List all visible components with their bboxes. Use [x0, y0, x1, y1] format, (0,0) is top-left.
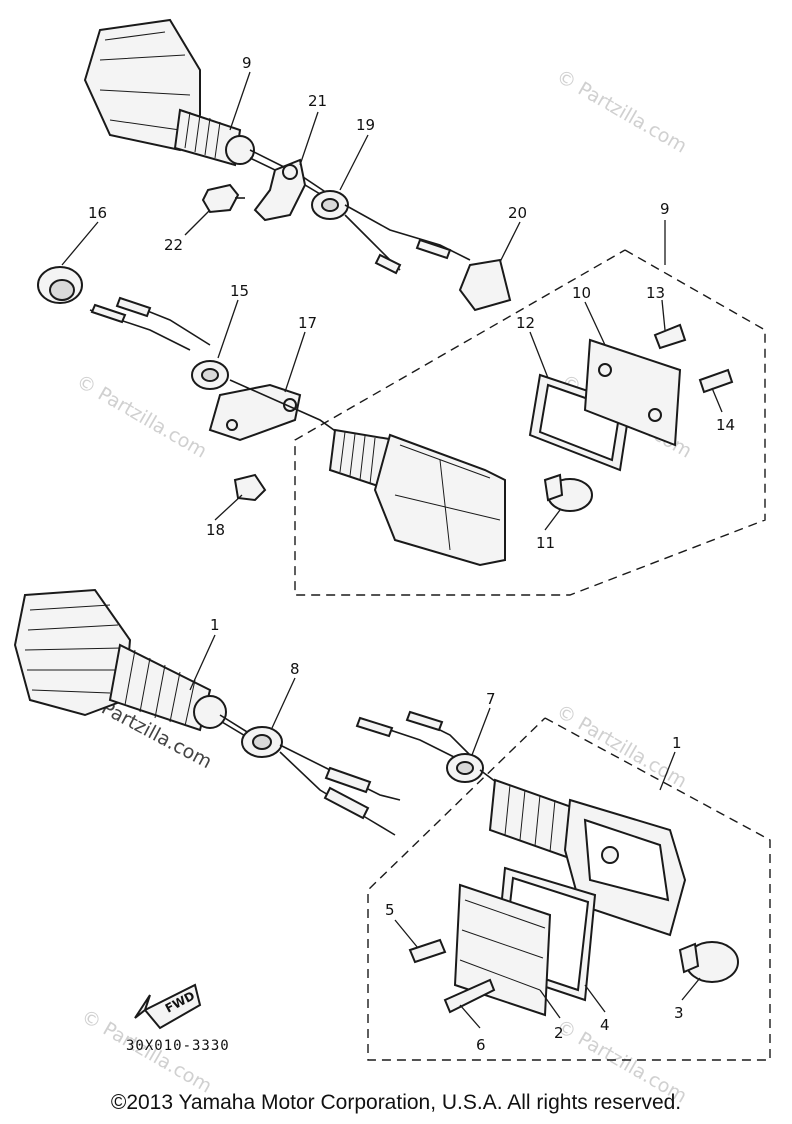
callout-22: 22 [164, 236, 183, 254]
callout-13: 13 [646, 284, 665, 302]
bottom-turn-signal-assembly: FWD [13, 588, 771, 1061]
copyright-notice: ©2013 Yamaha Motor Corporation, U.S.A. A… [110, 1091, 682, 1114]
callout-9-top: 9 [242, 54, 252, 72]
callout-18: 18 [206, 521, 225, 539]
callout-20: 20 [508, 204, 527, 222]
fwd-arrow: FWD [134, 983, 202, 1030]
watermark: © Partzilla.com [553, 700, 691, 792]
callout-17: 17 [298, 314, 317, 332]
callout-10: 10 [572, 284, 591, 302]
bolt-18 [233, 473, 267, 502]
callout-4: 4 [600, 1016, 610, 1034]
callout-11: 11 [536, 534, 555, 552]
screw-5 [408, 938, 447, 964]
callout-15: 15 [230, 282, 249, 300]
bracket-17 [208, 383, 302, 442]
callout-3: 3 [674, 1004, 684, 1022]
assembly-box-1 [367, 717, 771, 1061]
watermark: © Partzilla.com [553, 65, 691, 157]
bolt-22 [201, 183, 240, 214]
callout-14: 14 [716, 416, 735, 434]
lens-texture [24, 604, 123, 694]
callout-21: 21 [308, 92, 327, 110]
callout-19: 19 [356, 116, 375, 134]
callout-6: 6 [476, 1036, 486, 1054]
callout-2: 2 [554, 1024, 564, 1042]
watermarks: © Partzilla.com © Partzilla.com © Partzi… [73, 65, 696, 1107]
turn-signal-housing-mid [373, 433, 506, 567]
top-turn-signal-assembly [37, 18, 766, 596]
watermark: © Partzilla.com [73, 370, 211, 462]
screw-13 [653, 323, 687, 350]
screw-6 [443, 978, 496, 1014]
callouts: 9 21 19 22 16 20 9 15 17 10 13 12 14 18 … [61, 54, 735, 1054]
turn-signal-housing-bottom [13, 588, 132, 717]
callout-16: 16 [88, 204, 107, 222]
callout-1-left: 1 [210, 616, 220, 634]
screw-14 [698, 368, 734, 394]
callout-1-box: 1 [672, 734, 682, 752]
callout-12: 12 [516, 314, 535, 332]
assembly-box-9 [294, 249, 766, 596]
callout-5: 5 [385, 901, 395, 919]
callout-9-box: 9 [660, 200, 670, 218]
part-code: 30X010-3330 [126, 1038, 230, 1054]
callout-8: 8 [290, 660, 300, 678]
callout-7: 7 [486, 690, 496, 708]
grommet-20 [458, 258, 512, 312]
lens-2 [453, 883, 552, 1017]
bracket-21 [253, 158, 307, 222]
